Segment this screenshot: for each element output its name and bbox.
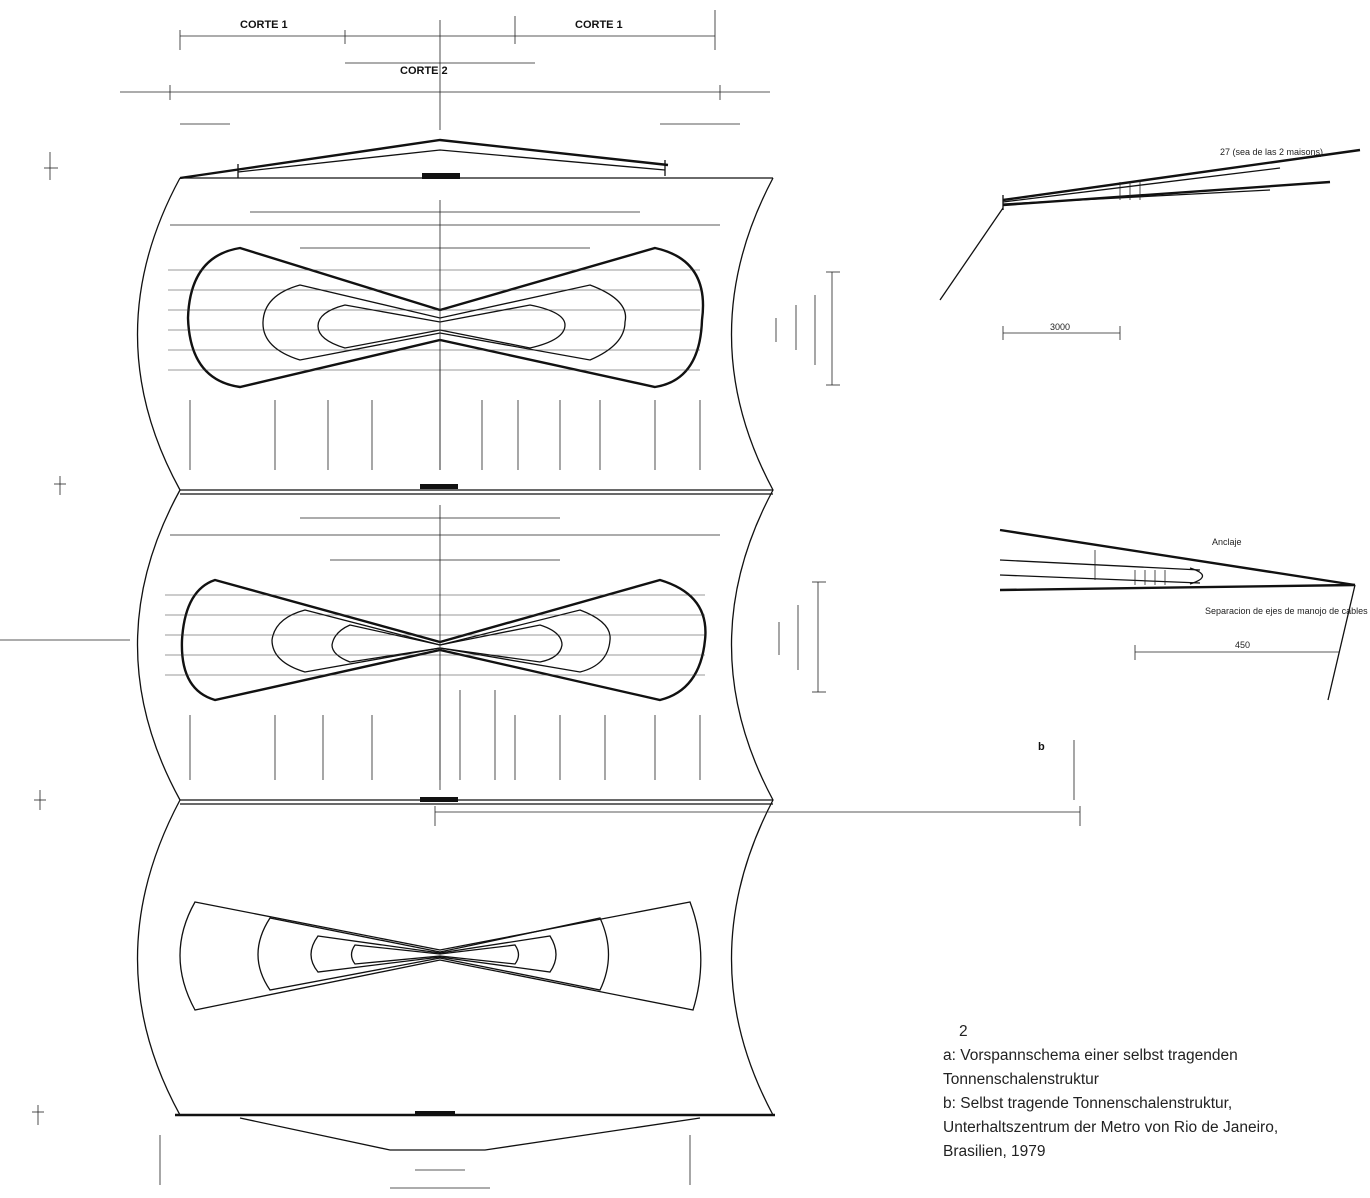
corte-center-label: CORTE 2 [400,65,448,77]
detail-b-anclaje: Anclaje [1212,537,1242,547]
figure-caption: 2 a: Vorspannschema einer selbst tragend… [943,1020,1368,1164]
panel-2-tendon-drops [189,690,701,780]
caption-b-line3: Brasilien, 1979 [943,1143,1046,1160]
corte-right-label: CORTE 1 [575,19,623,31]
detail-a-label: 27 (sea de las 2 maisons) [1220,147,1323,157]
anchor-block-2 [420,797,458,802]
caption-a-line1: a: Vorspannschema einer selbst tragenden [943,1047,1238,1064]
anchor-block-1 [420,484,458,489]
detail-b-dimension: 450 [1235,640,1250,650]
bottom-end-section [159,1111,775,1189]
panel-2-tendons [165,505,720,790]
panel-1-tendon-drops [189,360,701,470]
panel-1-hatching [168,269,700,371]
top-dimension-chains: CORTE 1 CORTE 1 CORTE 2 [120,10,770,130]
caption-a-line2: Tonnenschalenstruktur [943,1071,1099,1088]
panel-3-profiles [179,740,1081,1011]
right-dimension-stacks [775,271,840,693]
detail-a-dimension: 3000 [1050,322,1070,332]
detail-a: 27 (sea de las 2 maisons) 3000 [939,147,1361,340]
shell-outline [136,177,774,1116]
corte-left-label: CORTE 1 [240,19,288,31]
top-anchor-block [422,173,460,179]
panel-1-tendons [168,200,720,470]
panel-2-hatching [165,594,705,676]
bottom-anchor-block [415,1111,455,1116]
detail-b-label: Separacion de ejes de manojo de cables [1205,606,1368,616]
figure-number: 2 [959,1023,968,1040]
marker-b: b [1038,741,1045,753]
top-end-section [179,138,669,180]
detail-b: Separacion de ejes de manojo de cables A… [999,528,1368,753]
left-axis-ticks [0,152,130,1125]
caption-b-line2: Unterhaltszentrum der Metro von Rio de J… [943,1119,1279,1136]
caption-b-line1: b: Selbst tragende Tonnenschalenstruktur… [943,1095,1233,1112]
